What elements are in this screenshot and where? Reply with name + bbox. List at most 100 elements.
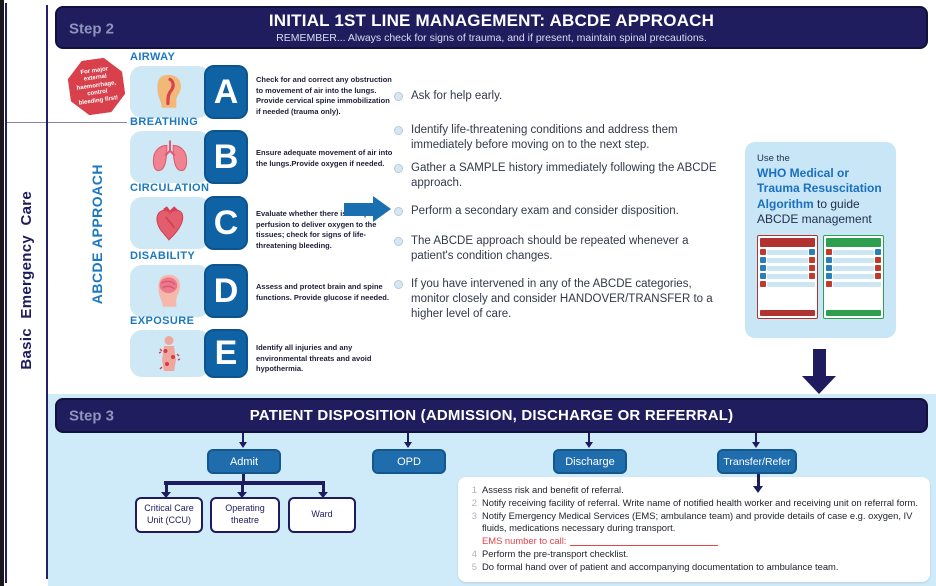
breathing-label: BREATHING	[130, 116, 199, 128]
admit-tree-arrow-ward	[318, 485, 328, 498]
medical-thumb-header	[826, 238, 881, 248]
step2-subtitle: REMEMBER... Always check for signs of tr…	[276, 32, 707, 44]
referral-step-number: 1	[471, 484, 477, 495]
referral-step: 1 Assess risk and benefit of referral.	[466, 484, 920, 496]
opd-button[interactable]: OPD	[372, 449, 446, 474]
airway-label: AIRWAY	[130, 51, 176, 63]
breathing-letter-badge: B	[204, 130, 248, 184]
lungs-icon	[130, 131, 210, 183]
bullet-icon	[394, 207, 403, 216]
step3-header-bar: Step 3 PATIENT DISPOSITION (ADMISSION, D…	[55, 398, 928, 433]
airway-tile: A	[130, 65, 248, 119]
circulation-letter-badge: C	[204, 196, 248, 250]
referral-step-text: Perform the pre-transport checklist.	[482, 548, 629, 560]
connector-arrow-opd	[404, 433, 412, 448]
circulation-description: Evaluate whether there is adequate perfu…	[256, 209, 382, 250]
bullet-icon	[394, 126, 403, 135]
referral-step: 3 Notify Emergency Medical Services (EMS…	[466, 510, 920, 534]
admit-tree-vertical-line	[242, 474, 245, 483]
brain-icon: D	[130, 264, 248, 318]
down-arrow-icon	[801, 349, 837, 394]
stop-sign-text: For major external haemorrhage, control …	[76, 66, 119, 107]
page-left-edge	[0, 0, 4, 586]
sidebar-title-text: Basic Emergency Care	[17, 190, 35, 370]
referral-step-number: 2	[471, 497, 477, 509]
bullet-icon	[394, 92, 403, 101]
referral-step: 2 Notify receiving facility of referral.…	[466, 497, 920, 509]
abcde-row-circulation: CIRCULATION C Evaluate whether there is …	[130, 182, 395, 250]
admit-button[interactable]: Admit	[207, 449, 281, 474]
who-card-suffix: to guide ABCDE management	[757, 196, 872, 227]
discharge-button[interactable]: Discharge	[553, 449, 627, 474]
trauma-algorithm-thumbnail[interactable]	[757, 235, 818, 320]
exposure-label: EXPOSURE	[130, 315, 195, 327]
ems-number-blank-line	[570, 537, 719, 547]
referral-checklist-panel: 1 Assess risk and benefit of referral. 2…	[458, 477, 930, 583]
exposure-description: Identify all injuries and any environmen…	[256, 343, 372, 373]
tip-item: Ask for help early.	[394, 89, 726, 104]
step3-title: PATIENT DISPOSITION (ADMISSION, DISCHARG…	[249, 407, 734, 424]
stop-sign-warning: For major external haemorrhage, control …	[65, 55, 127, 117]
referral-step-text: Assess risk and benefit of referral.	[482, 484, 624, 495]
injured-body-icon	[130, 330, 210, 377]
connector-arrow-discharge	[585, 433, 593, 448]
who-algorithm-link[interactable]: WHO Medical or Trauma Resuscitation Algo…	[757, 166, 882, 211]
admit-tree-horizontal-line	[164, 481, 325, 485]
ems-number-line: EMS number to call:	[482, 535, 920, 547]
who-card-prefix: Use the	[757, 153, 790, 164]
destination-theatre-box: Operating theatre	[210, 497, 280, 533]
circulation-tile: C	[130, 196, 248, 250]
sidebar-divider-rule	[7, 122, 127, 123]
referral-step-number: 3	[471, 510, 477, 522]
tip-text: Ask for help early.	[411, 90, 503, 102]
breathing-tile: B	[130, 130, 248, 184]
admit-tree-arrow-theatre	[237, 485, 247, 498]
tip-item: The ABCDE approach should be repeated wh…	[394, 234, 726, 264]
bullet-icon	[394, 280, 403, 289]
sidebar-outer-rule	[5, 3, 7, 583]
connector-arrow-admit	[239, 433, 247, 448]
referral-step: 5 Do formal hand over of patient and acc…	[466, 561, 920, 573]
transfer-down-arrow	[753, 474, 763, 493]
breathing-description: Ensure adequate movement of air into the…	[256, 148, 393, 168]
tip-text: Identify life-threatening conditions and…	[411, 124, 678, 152]
sidebar-vertical-title: Basic Emergency Care	[7, 100, 45, 460]
step2-header-bar: Step 2 INITIAL 1ST LINE MANAGEMENT: ABCD…	[55, 6, 928, 49]
tip-item: Gather a SAMPLE history immediately foll…	[394, 161, 726, 191]
referral-step-text: Notify receiving facility of referral. W…	[482, 497, 918, 509]
disability-letter-badge: D	[204, 264, 248, 318]
bullet-icon	[394, 164, 403, 173]
admit-tree-arrow-ccu	[161, 485, 171, 498]
medical-thumb-footer	[826, 310, 881, 317]
destination-ccu-box: Critical Care Unit (CCU)	[135, 497, 203, 533]
ems-number-label: EMS number to call:	[482, 535, 567, 547]
bullet-icon	[394, 237, 403, 246]
tip-item: Identify life-threatening conditions and…	[394, 123, 726, 153]
sidebar-inner-rule	[46, 5, 48, 579]
airway-icon	[130, 66, 210, 118]
destination-ward-box: Ward	[288, 497, 356, 533]
disability-description: Assess and protect brain and spine funct…	[256, 282, 389, 302]
connector-arrow-transfer	[752, 433, 760, 448]
algorithm-thumbnails	[757, 235, 884, 320]
referral-step-number: 5	[471, 561, 477, 573]
referral-step-text: Do formal hand over of patient and accom…	[482, 561, 839, 573]
airway-letter-badge: A	[204, 65, 248, 119]
transfer-refer-button[interactable]: Transfer/Refer	[717, 449, 797, 474]
disability-label: DISABILITY	[130, 250, 196, 262]
medical-algorithm-thumbnail[interactable]	[823, 235, 884, 320]
head-brain-icon	[130, 265, 210, 317]
trauma-thumb-header	[760, 238, 815, 248]
right-arrow-icon	[344, 196, 391, 222]
abcde-approach-vertical-label: ABCDE APPROACH	[84, 125, 110, 343]
tip-text: Perform a secondary exam and consider di…	[411, 205, 679, 217]
airway-description: Check for and correct any obstruction to…	[256, 75, 392, 116]
trauma-thumb-footer	[760, 310, 815, 317]
who-algorithm-card: Use the WHO Medical or Trauma Resuscitat…	[745, 142, 896, 338]
step2-label: Step 2	[69, 20, 115, 38]
exposure-tile: E	[130, 329, 248, 378]
step2-title: INITIAL 1ST LINE MANAGEMENT: ABCDE APPRO…	[268, 11, 715, 30]
abcde-approach-text: ABCDE APPROACH	[89, 163, 105, 305]
abcde-row-breathing: BREATHING B Ensure adequate movement of …	[130, 116, 395, 184]
